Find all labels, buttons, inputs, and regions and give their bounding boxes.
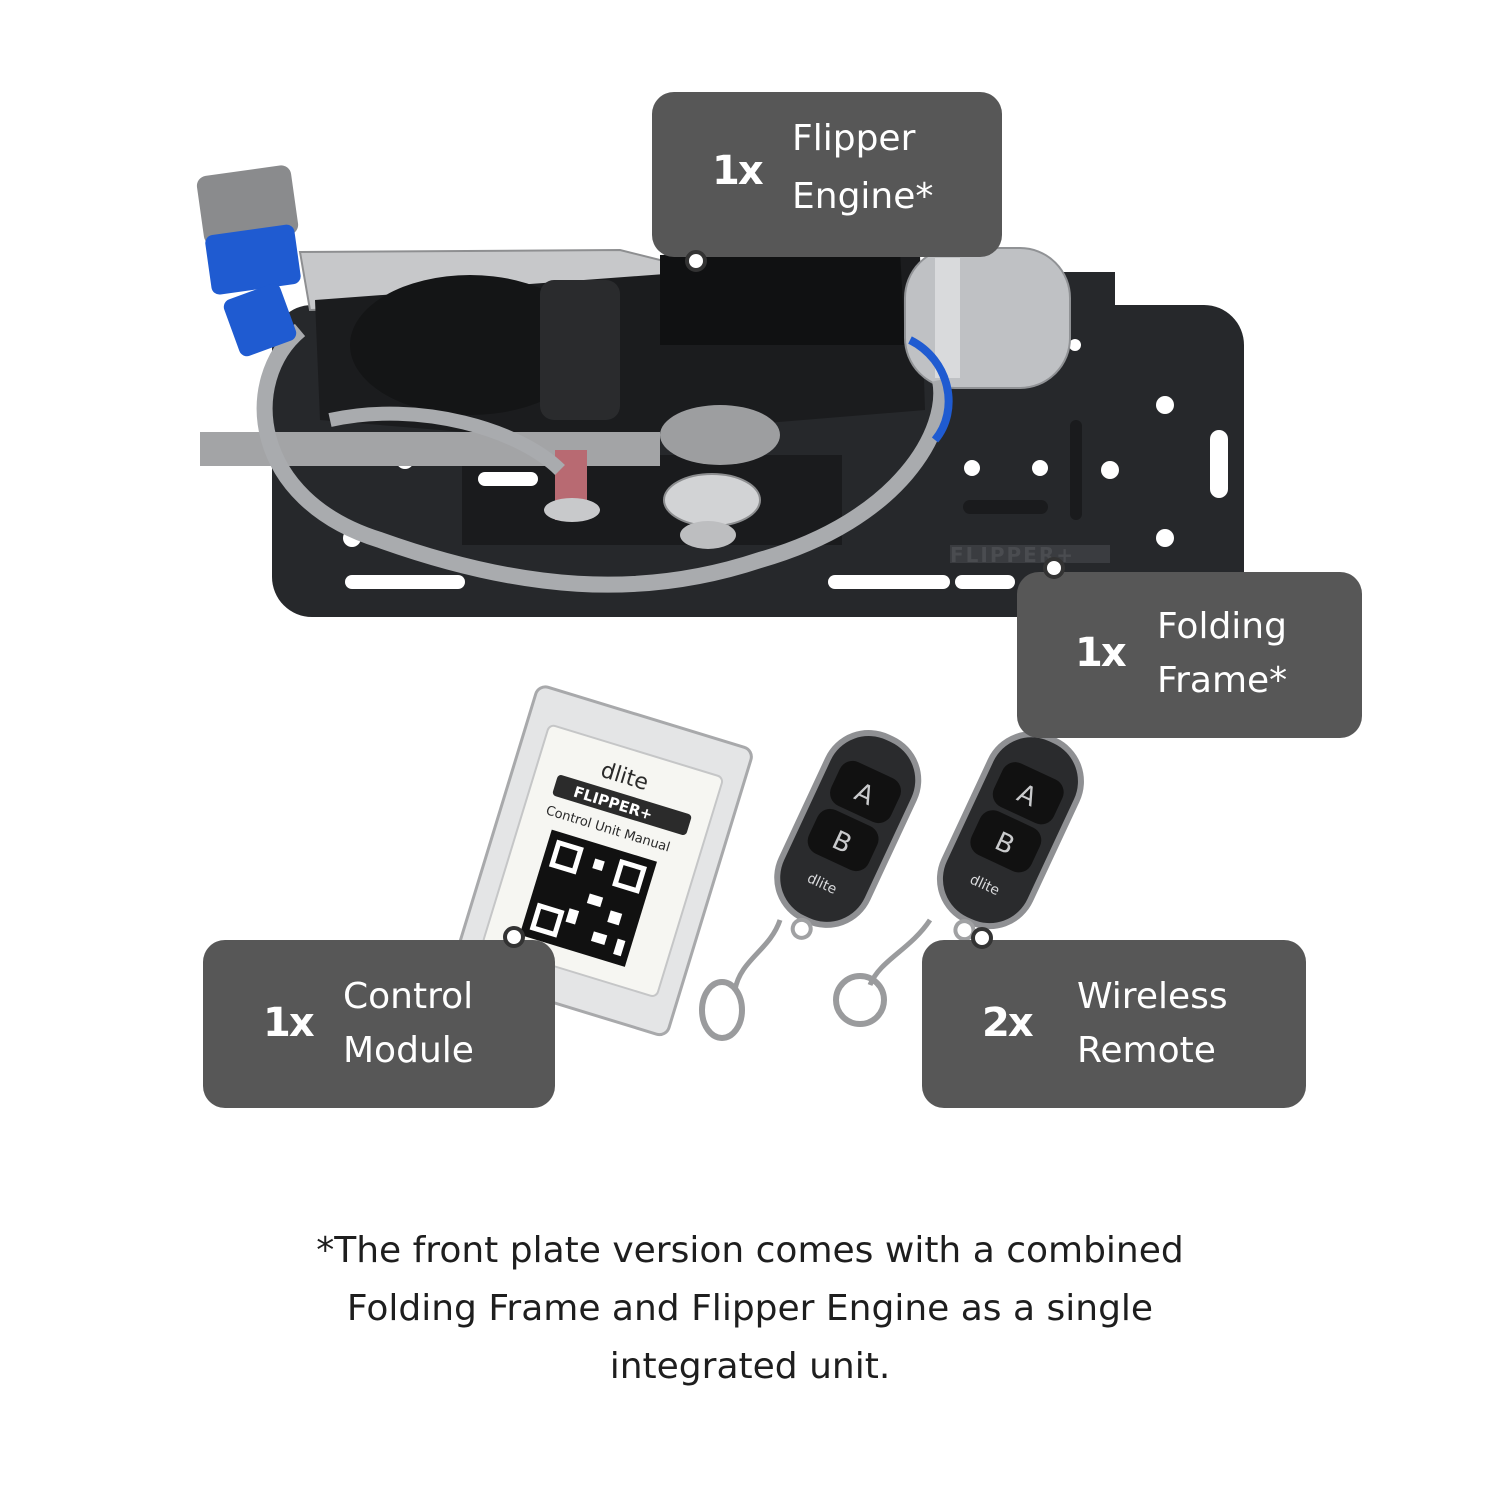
folding-frame-qty: 1x bbox=[1075, 630, 1127, 676]
footnote-line-3: integrated unit. bbox=[609, 1346, 891, 1387]
footnote-line-2: Folding Frame and Flipper Engine as a si… bbox=[346, 1288, 1154, 1329]
control-module-image: dlite FLIPPER+ Control Unit Manual bbox=[451, 685, 753, 1037]
wireless-remote-marker bbox=[971, 927, 993, 949]
flipper-engine-name-line1: Flipper bbox=[792, 118, 916, 159]
callout-folding-frame: 1x Folding Frame* bbox=[1017, 572, 1362, 738]
callout-control-module: 1x Control Module bbox=[203, 940, 555, 1108]
wireless-remote-image-2: A B dlite bbox=[833, 731, 1084, 1027]
wireless-remote-image-1: A B dlite bbox=[699, 730, 922, 1041]
flipper-engine-qty: 1x bbox=[712, 148, 764, 194]
control-module-marker bbox=[503, 926, 525, 948]
callout-wireless-remote: 2x Wireless Remote bbox=[922, 940, 1306, 1108]
footnote: *The front plate version comes with a co… bbox=[150, 1222, 1350, 1396]
wireless-remote-name-line1: Wireless bbox=[1077, 976, 1228, 1017]
folding-frame-name-line2: Frame* bbox=[1157, 660, 1288, 701]
callout-flipper-engine: 1x Flipper Engine* bbox=[652, 92, 1002, 257]
folding-frame-marker bbox=[1043, 557, 1065, 579]
footnote-line-1: *The front plate version comes with a co… bbox=[316, 1230, 1184, 1271]
folding-frame-name-line1: Folding bbox=[1157, 606, 1287, 647]
flipper-engine-marker bbox=[685, 250, 707, 272]
flipper-engine-name: Flipper bbox=[792, 120, 915, 190]
flipper-engine-name-line2: Engine* bbox=[792, 176, 934, 217]
control-module-name-line1: Control bbox=[343, 976, 474, 1017]
control-module-name-line2: Module bbox=[343, 1030, 474, 1071]
control-module-qty: 1x bbox=[263, 1000, 315, 1046]
wireless-remote-qty: 2x bbox=[982, 1000, 1034, 1046]
flipper-engine-image bbox=[196, 165, 1071, 593]
wireless-remote-name-line2: Remote bbox=[1077, 1030, 1216, 1071]
